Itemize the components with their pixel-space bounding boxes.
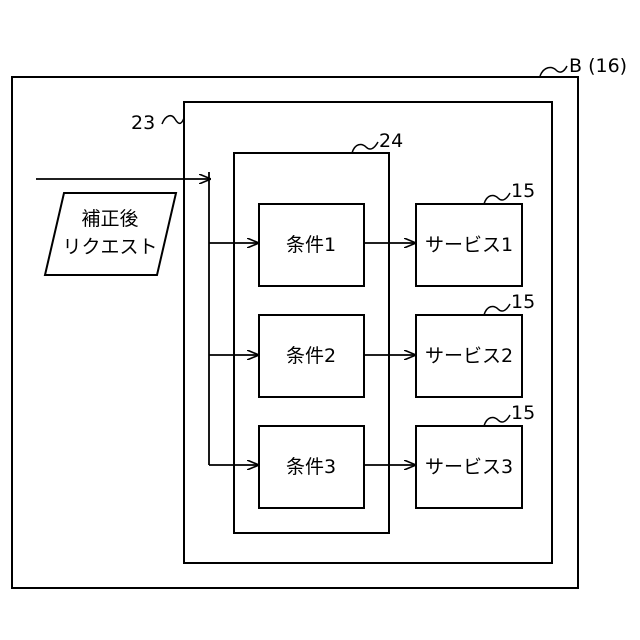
service-2-ref: 15 <box>511 291 535 313</box>
service-1-ref: 15 <box>511 180 535 202</box>
system-block-ref: 23 <box>131 112 155 134</box>
request-label-line1: 補正後 <box>81 208 138 230</box>
outer-block-leader <box>540 66 567 76</box>
request-shape <box>45 193 176 275</box>
service-3-ref: 15 <box>511 402 535 424</box>
outer-block-ref: B (16) <box>569 55 627 77</box>
service-1-label: サービス1 <box>425 234 513 256</box>
service-2-label: サービス2 <box>425 345 513 367</box>
request-label-line2: リクエスト <box>62 236 157 258</box>
condition-3-label: 条件3 <box>286 456 336 478</box>
condition-1-label: 条件1 <box>286 234 336 256</box>
condition-2-label: 条件2 <box>286 345 336 367</box>
condition-group-ref: 24 <box>379 130 403 152</box>
service-3-label: サービス3 <box>425 456 513 478</box>
